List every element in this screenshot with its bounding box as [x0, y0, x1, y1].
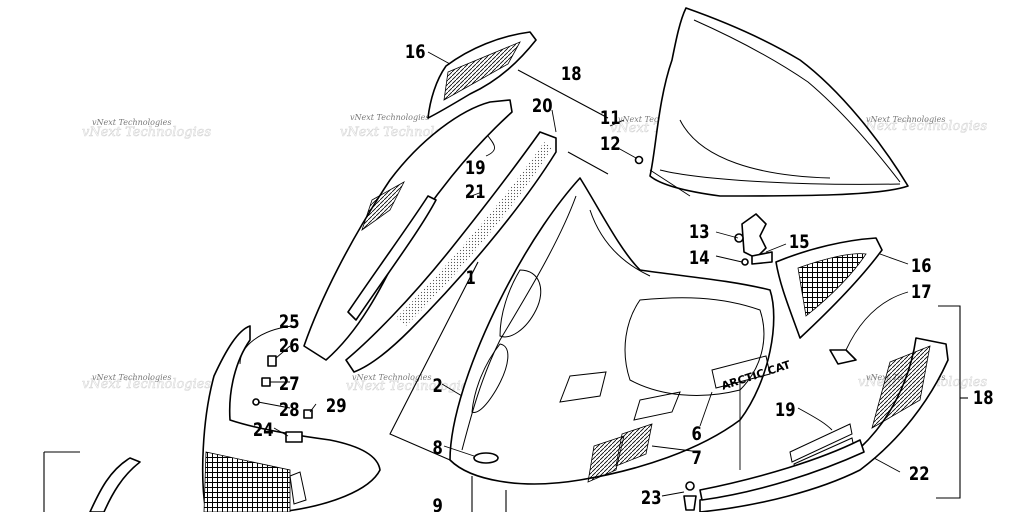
callout-21: 21: [465, 181, 486, 203]
grommet-12: [634, 155, 644, 165]
callout-25: 25: [279, 311, 300, 333]
left-side-panel-part: [303, 99, 557, 373]
screw-23: [683, 495, 697, 511]
bracket-13: [741, 213, 767, 259]
callout-27: 27: [279, 373, 300, 395]
callout-labels: 16 18 20 11 12 19 21 13 14 15 16 17 1 25…: [253, 41, 994, 512]
leader-lines: [239, 51, 909, 497]
callout-8: 8: [432, 437, 442, 459]
clip-17: [829, 349, 857, 365]
handle-bar-part: [89, 457, 141, 512]
callout-26: 26: [279, 335, 300, 357]
callout-23: 23: [641, 487, 662, 509]
right-vent-part: [775, 237, 883, 339]
hardware-parts: [634, 155, 857, 511]
left-vent-part: [427, 31, 537, 119]
callout-13: 13: [689, 221, 710, 243]
watermark-ghost: vNext Technologies: [82, 377, 211, 392]
callout-18: 18: [973, 387, 994, 409]
callout-17: 17: [911, 281, 932, 303]
watermark: vNext Technologies: [350, 113, 429, 122]
right-side-panel-part: [699, 337, 949, 512]
callout-16: 16: [911, 255, 932, 277]
watermark-ghost: vNext Technologies: [858, 119, 987, 134]
watermark-ghost: vNext Technologies: [82, 125, 211, 140]
callout-28: 28: [279, 399, 300, 421]
hood-emblem: [473, 452, 499, 464]
callout-18: 18: [561, 63, 582, 85]
callout-9: 9: [432, 495, 442, 512]
callout-29: 29: [326, 395, 347, 417]
callout-16: 16: [405, 41, 426, 63]
callout-14: 14: [689, 247, 710, 269]
callout-1: 1: [465, 267, 475, 289]
rivet-27: [261, 377, 271, 387]
assembly-frames: [43, 69, 968, 512]
watermark: vNext Technologies: [866, 115, 945, 124]
callout-12: 12: [600, 133, 621, 155]
callout-20: 20: [532, 95, 553, 117]
callout-2: 2: [432, 375, 442, 397]
watermark: vNext Technologies: [92, 118, 171, 127]
callout-15: 15: [789, 231, 810, 253]
callout-6: 6: [691, 423, 701, 445]
callout-19: 19: [465, 157, 486, 179]
bracket-15: [751, 251, 773, 265]
callout-7: 7: [691, 447, 701, 469]
watermark: vNext Technologies: [618, 115, 697, 124]
callout-22: 22: [909, 463, 930, 485]
watermark-ghost: vNext Technologies: [346, 379, 475, 394]
rivet-26: [267, 355, 277, 367]
callout-11: 11: [600, 107, 621, 129]
screw-14: [741, 258, 749, 266]
nose-part: [201, 325, 381, 512]
callout-24: 24: [253, 419, 274, 441]
callout-19: 19: [775, 399, 796, 421]
watermark: vNext Technologies: [352, 373, 431, 382]
windshield-part: [649, 7, 909, 197]
watermark: vNext Technologies: [92, 373, 171, 382]
clip-24: [285, 431, 303, 443]
